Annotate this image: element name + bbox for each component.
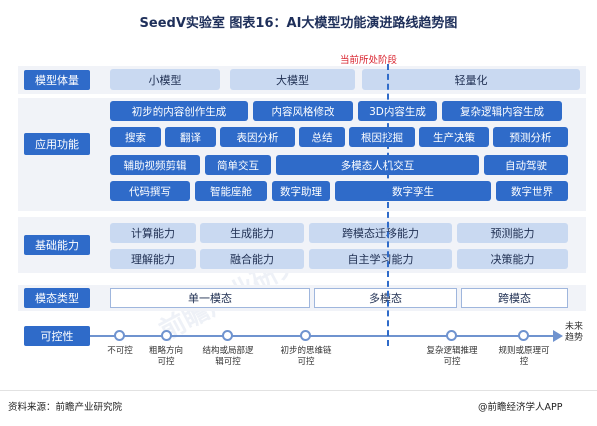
current-stage-label: 当前所处阶段 [340, 55, 398, 66]
timeline-node [161, 330, 172, 341]
app-item: 3D内容生成 [358, 101, 437, 121]
arrow-right-icon [553, 330, 563, 342]
timeline-node-label: 结构或局部逻辑可控 [202, 346, 254, 367]
app-item: 初步的内容创作生成 [110, 101, 248, 121]
footer-divider [0, 390, 597, 391]
modal-cross: 跨模态 [461, 288, 568, 308]
app-item: 生产决策 [419, 127, 489, 147]
timeline-line [90, 335, 555, 337]
timeline-node-label: 规则或原理可控 [498, 346, 550, 367]
timeline-node [222, 330, 233, 341]
base-item: 自主学习能力 [309, 249, 452, 269]
app-item: 总结 [299, 127, 345, 147]
base-item: 融合能力 [200, 249, 304, 269]
base-item: 预测能力 [457, 223, 568, 243]
page-title: SeedV实验室 图表16：AI大模型功能演进路线趋势图 [139, 16, 458, 31]
app-item: 辅助视频剪辑 [110, 155, 200, 175]
source-text: 资料来源：前瞻产业研究院 [8, 402, 123, 413]
app-item: 多模态人机交互 [276, 155, 479, 175]
app-item: 自动驾驶 [484, 155, 568, 175]
brand-text: @前瞻经济学人APP [478, 402, 563, 413]
app-item: 翻译 [165, 127, 216, 147]
base-item: 生成能力 [200, 223, 304, 243]
timeline-node [518, 330, 529, 341]
app-item: 搜索 [110, 127, 161, 147]
app-item: 代码撰写 [110, 181, 190, 201]
timeline-node-label: 复杂逻辑推理可控 [426, 346, 478, 367]
label-model-size: 模型体量 [24, 70, 90, 90]
timeline-node [114, 330, 125, 341]
app-item: 数字世界 [496, 181, 568, 201]
label-modal-type: 模态类型 [24, 288, 90, 308]
future-trend-label: 未来趋势 [565, 322, 584, 343]
size-lightweight: 轻量化 [362, 69, 580, 90]
base-item: 理解能力 [110, 249, 196, 269]
app-item: 简单交互 [205, 155, 271, 175]
size-small: 小模型 [110, 69, 220, 90]
base-item: 计算能力 [110, 223, 196, 243]
size-large: 大模型 [230, 69, 355, 90]
base-item: 跨模态迁移能力 [309, 223, 452, 243]
current-stage-line [387, 64, 389, 346]
label-base-ability: 基础能力 [24, 235, 90, 255]
label-app-function: 应用功能 [24, 133, 90, 155]
timeline-node [446, 330, 457, 341]
timeline-node-label: 不可控 [107, 346, 133, 356]
modal-multi: 多模态 [314, 288, 457, 308]
label-controllability: 可控性 [24, 326, 90, 346]
timeline-node-label: 初步的思维链可控 [280, 346, 332, 367]
timeline-node [300, 330, 311, 341]
app-item: 预测分析 [493, 127, 568, 147]
base-item: 决策能力 [457, 249, 568, 269]
app-item: 复杂逻辑内容生成 [442, 101, 562, 121]
app-item: 智能座舱 [195, 181, 267, 201]
app-item: 表因分析 [220, 127, 295, 147]
modal-single: 单一模态 [110, 288, 310, 308]
app-item: 数字孪生 [335, 181, 491, 201]
timeline-node-label: 粗略方向可控 [148, 346, 183, 367]
app-item: 根因挖掘 [349, 127, 415, 147]
app-item: 内容风格修改 [253, 101, 353, 121]
app-item: 数字助理 [272, 181, 330, 201]
